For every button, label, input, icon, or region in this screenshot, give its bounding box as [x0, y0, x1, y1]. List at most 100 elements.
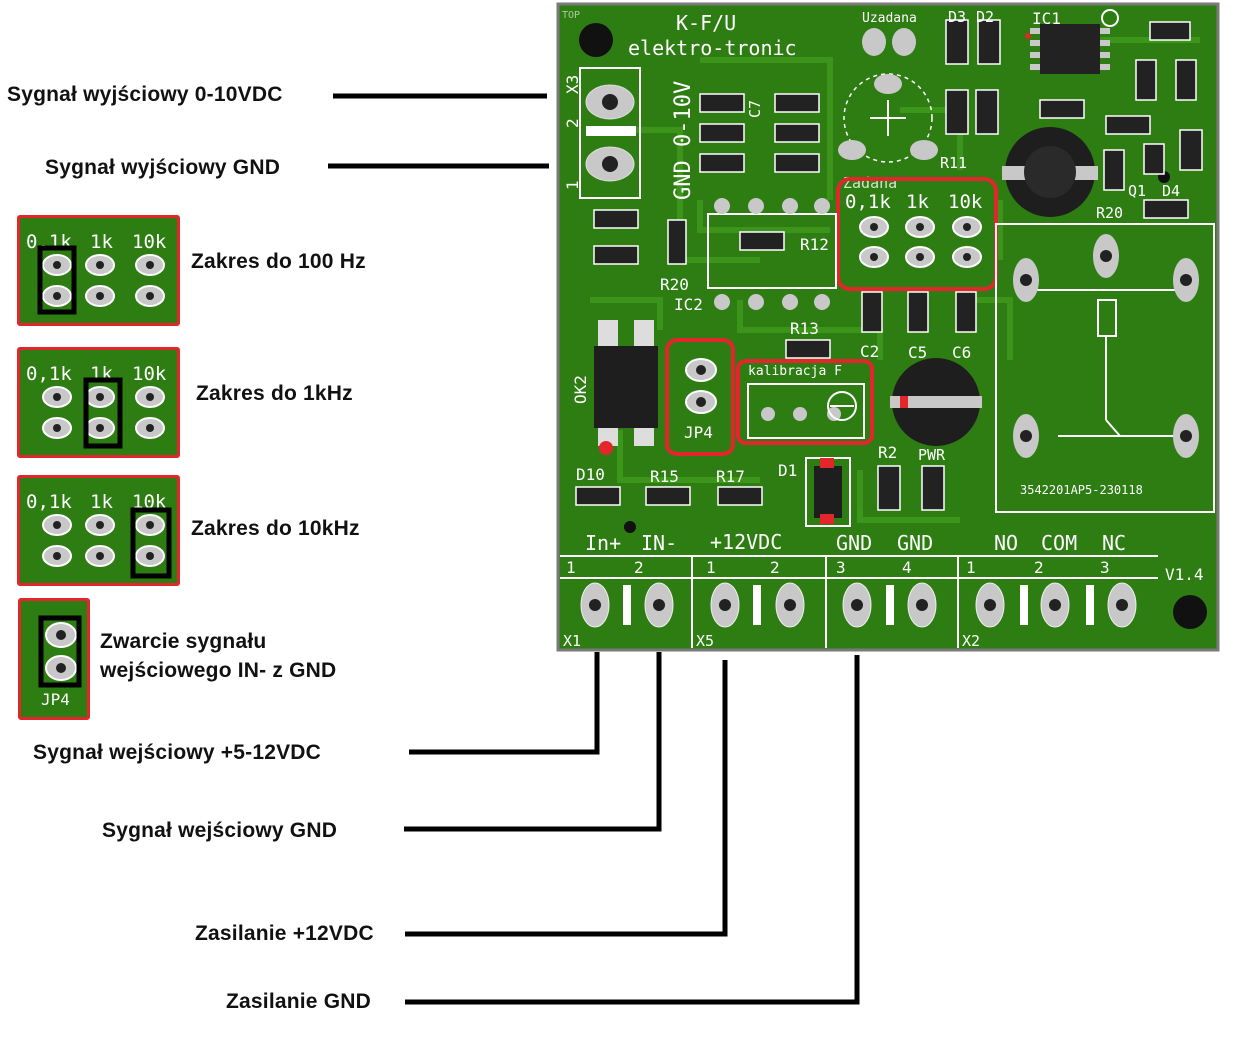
svg-text:2: 2: [1034, 558, 1044, 577]
board-version: V1.4: [1165, 565, 1204, 584]
calibration-trimmer: kalibracja F: [736, 359, 874, 445]
svg-text:GND: GND: [836, 531, 872, 555]
svg-text:Zadana: Zadana: [843, 174, 897, 192]
label-range-1khz: Zakres do 1kHz: [196, 382, 353, 405]
smd-components: C7 R12 R13 R20 IC2 C2 C5 C6 D10 R15 R17 …: [575, 8, 1203, 511]
label-jp4-line1: Zwarcie sygnału: [100, 630, 267, 653]
relay-k1: 3542201AP5-230118: [995, 223, 1215, 513]
svg-text:IN-: IN-: [641, 531, 677, 555]
label-output-gnd: Sygnał wyjściowy GND: [45, 156, 281, 179]
optocoupler-ok2: OK2: [571, 320, 658, 455]
svg-text:NO: NO: [994, 531, 1018, 555]
capacitor-c4: [890, 358, 982, 446]
svg-text:1: 1: [706, 558, 716, 577]
jumper-cap: [130, 507, 172, 579]
jumper-card-1khz: 0,1k 1k 10k: [17, 347, 180, 458]
svg-text:2: 2: [770, 558, 780, 577]
board-brand: elektro-tronic: [628, 36, 797, 60]
label-output-signal: Sygnał wyjściowy 0-10VDC: [7, 83, 283, 106]
svg-text:10k: 10k: [948, 191, 983, 213]
svg-text:2: 2: [563, 118, 582, 128]
svg-text:R20: R20: [660, 275, 689, 294]
svg-text:OK2: OK2: [571, 375, 590, 404]
svg-text:+12VDC: +12VDC: [710, 530, 782, 554]
setpoint-label: Uzadana: [862, 11, 917, 26]
wire-input-gnd: [404, 652, 662, 832]
ic1: IC1: [1025, 9, 1110, 74]
x3-id: X3: [563, 75, 582, 94]
svg-text:D10: D10: [576, 465, 605, 484]
jumper-cap: [83, 377, 123, 449]
svg-text:0,1k: 0,1k: [845, 191, 891, 213]
svg-text:Q1: Q1: [1128, 182, 1146, 200]
svg-text:COM: COM: [1041, 531, 1077, 555]
svg-text:R2: R2: [878, 443, 897, 462]
connection-wires: [328, 93, 860, 1005]
label-input-gnd: Sygnał wejściowy GND: [102, 819, 338, 842]
wire-input-signal: [409, 652, 600, 755]
calibration-label: kalibracja F: [748, 364, 842, 379]
svg-text:2: 2: [634, 558, 644, 577]
svg-text:C6: C6: [952, 343, 971, 362]
terminal-labels: In+ IN- +12VDC GND GND NO COM NC V1.4: [585, 530, 1204, 584]
label-jp4-line2: wejściowego IN- z GND: [100, 659, 337, 682]
svg-text:4: 4: [902, 558, 912, 577]
jp4-label: JP4: [41, 690, 70, 709]
svg-text:JP4: JP4: [684, 423, 713, 442]
svg-text:D1: D1: [778, 461, 797, 480]
mounting-hole: [1173, 595, 1207, 629]
svg-text:3: 3: [836, 558, 846, 577]
svg-text:D4: D4: [1162, 182, 1180, 200]
label-power-gnd: Zasilanie GND: [226, 990, 371, 1013]
diode-d1: [805, 457, 851, 527]
label-input-signal: Sygnał wejściowy +5-12VDC: [33, 741, 322, 764]
jp4-jumper: JP4: [665, 338, 735, 456]
svg-text:IC2: IC2: [674, 295, 703, 314]
svg-text:R13: R13: [790, 319, 819, 338]
label-range-10khz: Zakres do 10kHz: [191, 517, 360, 540]
svg-text:C5: C5: [908, 343, 927, 362]
label-range-100hz: Zakres do 100 Hz: [191, 250, 366, 273]
range-label-01k: 0,1k: [26, 491, 72, 513]
jumper-cap: [37, 245, 77, 315]
connector-x3: X3 2 1: [563, 67, 641, 199]
svg-text:IC1: IC1: [1032, 9, 1061, 28]
jumper-card-10khz: 0,1k 1k 10k: [17, 475, 180, 586]
mounting-hole: [579, 23, 613, 57]
x5-id: X5: [696, 632, 714, 650]
range-label-1k: 1k: [90, 491, 113, 513]
label-power-12v: Zasilanie +12VDC: [195, 922, 374, 945]
x1-id: X1: [563, 632, 581, 650]
potentiometer-r19: [838, 28, 938, 163]
svg-text:1: 1: [966, 558, 976, 577]
svg-text:C2: C2: [860, 342, 879, 361]
svg-text:R15: R15: [650, 467, 679, 486]
svg-text:In+: In+: [585, 531, 621, 555]
svg-text:1k: 1k: [906, 191, 929, 213]
top-mark: TOP: [562, 10, 580, 21]
svg-text:C7: C7: [746, 100, 764, 118]
svg-text:D3: D3: [948, 8, 966, 26]
svg-text:1: 1: [563, 180, 582, 190]
label-jp4-description: Zwarcie sygnału wejściowego IN- z GND: [100, 627, 336, 685]
svg-text:1: 1: [566, 558, 576, 577]
jp1-range-jumper: Zadana 0,1k 1k 10k: [836, 174, 998, 291]
wire-power-gnd: [405, 655, 860, 1005]
svg-text:R17: R17: [716, 467, 745, 486]
range-label-01k: 0,1k: [26, 363, 72, 385]
svg-text:PWR: PWR: [918, 446, 946, 464]
svg-text:NC: NC: [1102, 531, 1126, 555]
svg-text:R20: R20: [1096, 204, 1123, 222]
range-label-10k: 10k: [132, 363, 167, 385]
range-label-1k: 1k: [90, 231, 113, 253]
svg-text:3: 3: [1100, 558, 1110, 577]
board-maker: K-F/U: [676, 11, 736, 35]
wire-power-12v: [405, 660, 728, 937]
svg-text:R11: R11: [940, 154, 967, 172]
svg-text:R12: R12: [800, 235, 829, 254]
jumper-card-100hz: 0,1k 1k 10k: [17, 215, 180, 326]
svg-text:GND: GND: [897, 531, 933, 555]
ic2: [707, 198, 837, 310]
